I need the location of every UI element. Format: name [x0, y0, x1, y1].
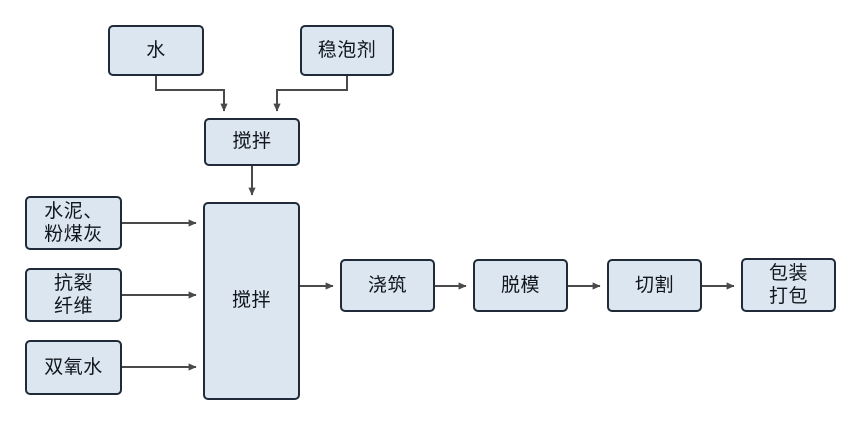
node-cutting[interactable]: 切割	[607, 259, 702, 312]
node-mixing-2[interactable]: 搅拌	[203, 202, 300, 400]
edge-foamagent-to-mix1	[273, 76, 348, 112]
node-anticrack-fiber[interactable]: 抗裂 纤维	[25, 268, 122, 322]
node-foam-agent[interactable]: 稳泡剂	[300, 25, 394, 76]
node-mixing-1[interactable]: 搅拌	[204, 118, 300, 166]
edge-water-to-mix1	[155, 76, 228, 112]
node-hydrogen-peroxide[interactable]: 双氧水	[25, 340, 122, 395]
node-demolding[interactable]: 脱模	[473, 259, 568, 312]
node-packaging[interactable]: 包装 打包	[741, 258, 836, 312]
node-casting[interactable]: 浇筑	[340, 259, 435, 312]
node-water[interactable]: 水	[108, 25, 204, 76]
node-cement-fly-ash[interactable]: 水泥、 粉煤灰	[25, 196, 122, 250]
